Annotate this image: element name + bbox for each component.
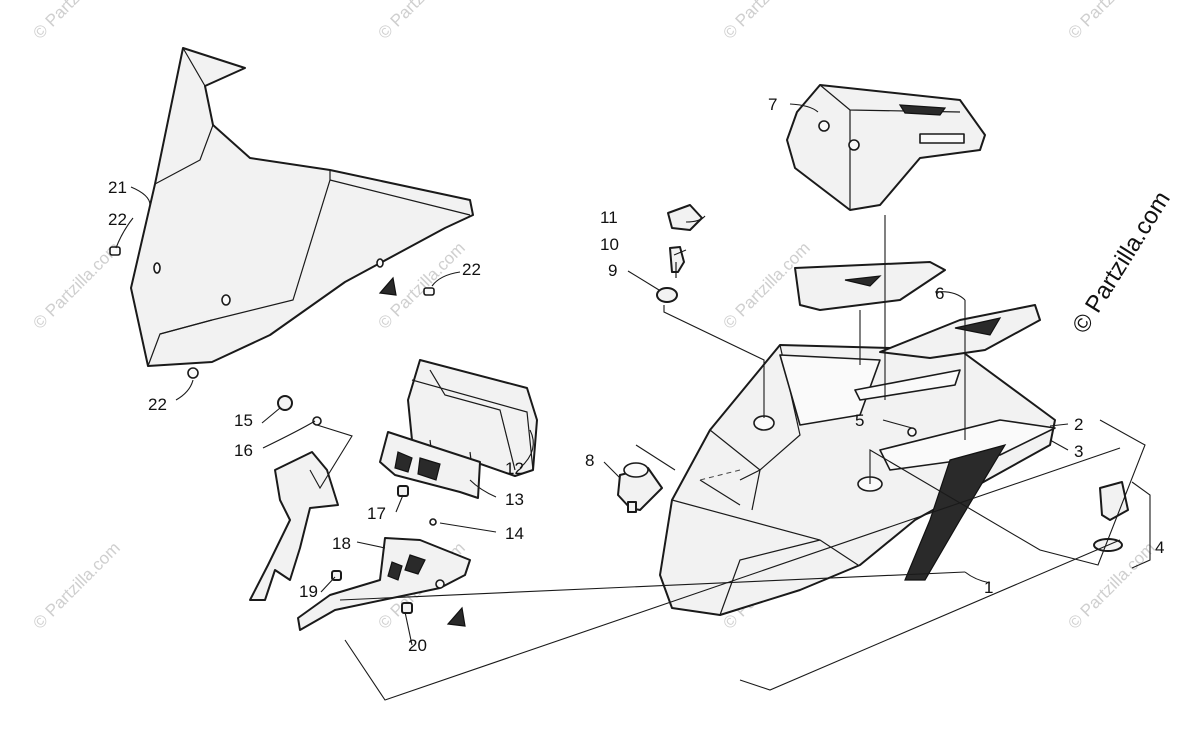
leader-4 [1131, 481, 1151, 569]
watermark: © Partzilla.com [374, 0, 468, 43]
callout-12: 12 [505, 459, 524, 478]
callout-17: 17 [367, 504, 386, 523]
callout-8: 8 [585, 451, 594, 470]
arrow-icon [378, 276, 397, 296]
ignition-11-9 [656, 204, 703, 303]
callouts: 1 2 3 4 5 6 7 8 9 10 11 12 13 14 15 16 1… [108, 95, 1164, 655]
callout-18: 18 [332, 534, 351, 553]
callout-6: 6 [935, 284, 944, 303]
callout-13: 13 [505, 490, 524, 509]
gauge-12 [407, 359, 538, 477]
mount-bracket-18 [249, 451, 471, 631]
switch-8 [617, 462, 663, 513]
callout-22: 22 [462, 260, 481, 279]
watermark: © Partzilla.com [719, 0, 813, 43]
leader-7 [789, 103, 819, 113]
leader-3 [1049, 439, 1069, 451]
watermark: © Partzilla.com [29, 538, 123, 632]
gauge-bracket-13 [379, 431, 481, 499]
leader-5 [882, 419, 913, 429]
screw-5 [907, 427, 917, 437]
callout-7: 7 [768, 95, 777, 114]
watermark: © Partzilla.com [29, 0, 123, 43]
leader-8b [635, 444, 676, 471]
leader-6 [934, 291, 966, 301]
leader-2 [1049, 423, 1069, 427]
leader-19 [320, 576, 336, 593]
leader-20 [404, 611, 413, 646]
callout-16: 16 [234, 441, 253, 460]
leader-12 [519, 429, 534, 469]
callout-10: 10 [600, 235, 619, 254]
leader-9-to-hood [663, 305, 765, 418]
callout-22: 22 [108, 210, 127, 229]
copyright-label: © Partzilla.com [1067, 187, 1176, 338]
hood-group-line [339, 571, 966, 601]
leader-14 [439, 522, 497, 533]
leader-22c [175, 379, 194, 401]
leader-13 [469, 479, 497, 498]
visor-7 [786, 84, 986, 211]
callout-9: 9 [608, 261, 617, 280]
watermark: © Partzilla.com [1064, 538, 1158, 632]
callout-22: 22 [148, 395, 167, 414]
callout-14: 14 [505, 524, 524, 543]
callout-20: 20 [408, 636, 427, 655]
leader-22b [431, 271, 461, 287]
windshield [130, 47, 474, 367]
callout-21: 21 [108, 178, 127, 197]
screw-22 [109, 246, 435, 379]
leader-15 [261, 407, 281, 424]
leader-18 [356, 541, 386, 549]
callout-3: 3 [1074, 442, 1083, 461]
callout-4: 4 [1155, 538, 1164, 557]
watermark: © Partzilla.com [1064, 0, 1158, 43]
leader-8 [603, 461, 621, 479]
callout-2: 2 [1074, 415, 1083, 434]
power-point-4 [1093, 481, 1129, 552]
leader-10 [673, 249, 687, 256]
callout-5: 5 [855, 411, 864, 430]
hood-base-line [739, 539, 1121, 691]
lens-6 [794, 261, 1041, 359]
callout-1: 1 [984, 578, 993, 597]
leader-17 [395, 494, 404, 513]
lower-group-line [344, 447, 1121, 701]
bracket-group-line [309, 424, 353, 490]
leader-11 [685, 215, 706, 223]
leader-16 [262, 420, 316, 449]
arrow-icon [446, 606, 466, 627]
leader-1 [964, 571, 991, 584]
leader-9 [627, 270, 660, 291]
leader-2-3-group [869, 419, 1146, 566]
leader-21 [130, 186, 151, 206]
leader-22a [115, 217, 134, 249]
callout-19: 19 [299, 582, 318, 601]
hood-1 [659, 344, 1056, 616]
callout-11: 11 [600, 208, 618, 227]
callout-15: 15 [234, 411, 253, 430]
